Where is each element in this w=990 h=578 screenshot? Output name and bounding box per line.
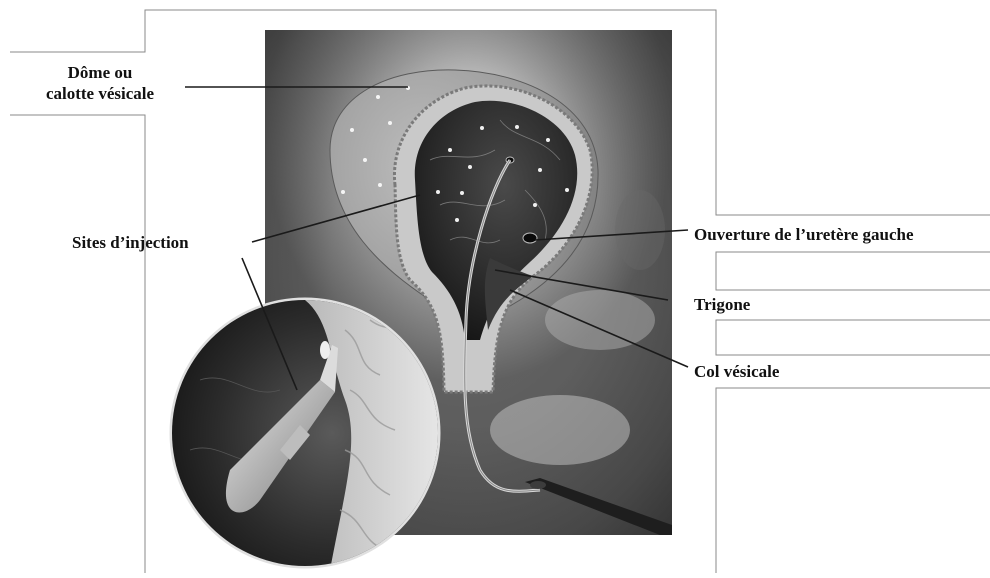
label-dome-line1: Dôme ou bbox=[20, 62, 180, 83]
label-dome: Dôme ou calotte vésicale bbox=[20, 62, 180, 104]
label-trigone: Trigone bbox=[694, 294, 750, 315]
label-bladder-neck: Col vésicale bbox=[694, 361, 779, 382]
label-injection-sites: Sites d’injection bbox=[72, 232, 189, 253]
magnified-inset bbox=[170, 298, 440, 570]
left-ureter-opening bbox=[523, 233, 537, 243]
label-dome-line2: calotte vésicale bbox=[20, 83, 180, 104]
label-left-ureter-opening: Ouverture de l’uretère gauche bbox=[694, 224, 914, 245]
